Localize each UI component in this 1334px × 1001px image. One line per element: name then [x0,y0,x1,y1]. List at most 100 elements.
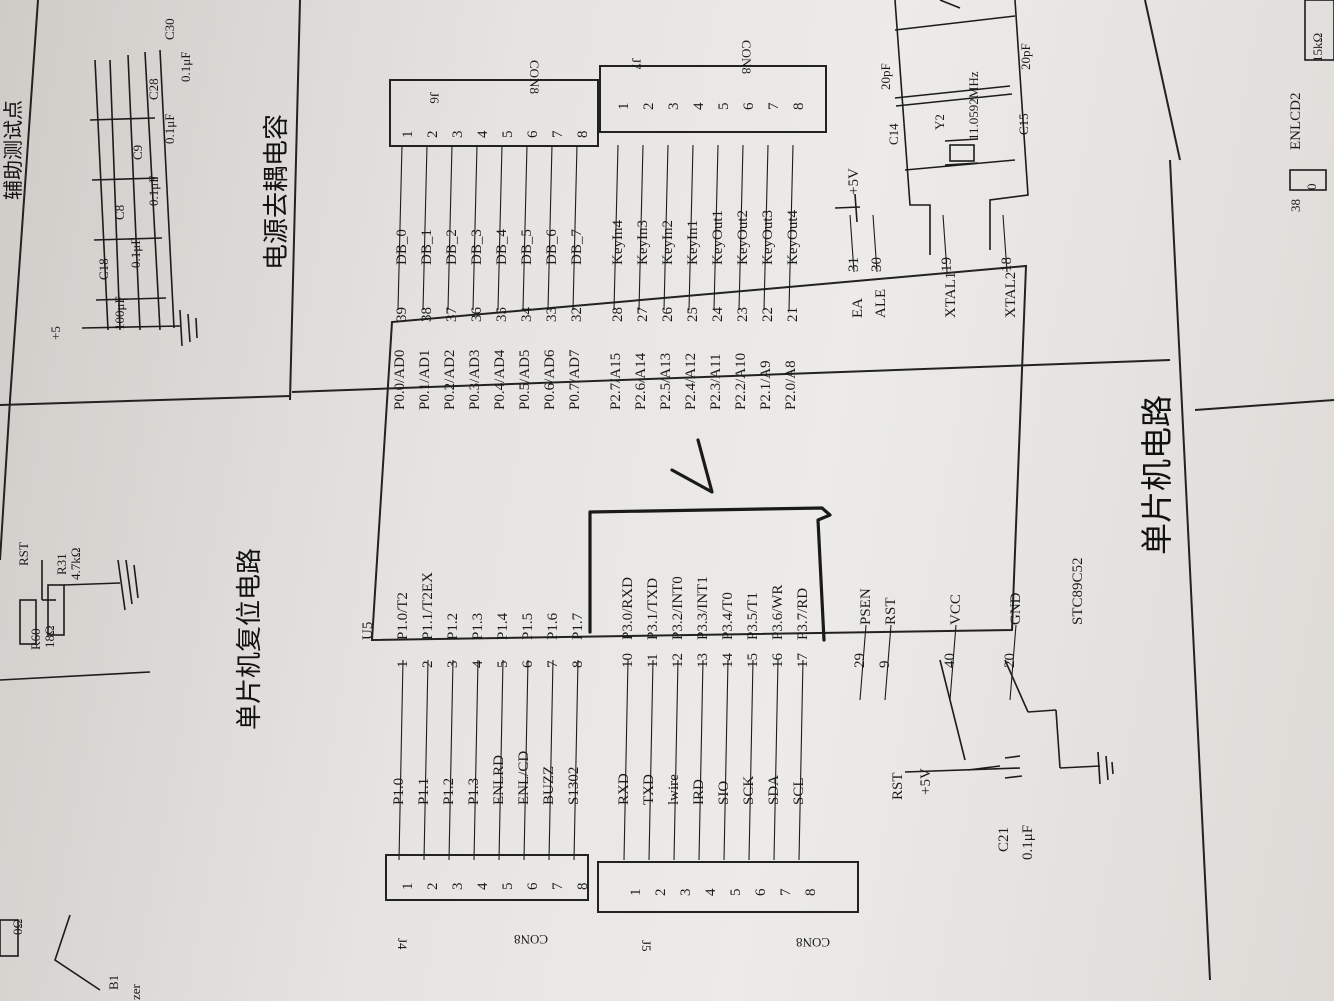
crystal-circuit: C14 20pF Y2 11.0592MHz C15 20pF [878,0,1033,255]
pin-number: 10 [620,653,636,668]
connector-pin-number: 3 [450,131,466,139]
left-buzzer-fragment: zer [128,983,143,1000]
connector-pin-number: 4 [475,882,491,890]
connector-j7: J7 CON8 [599,40,827,133]
pin-number: 26 [660,307,676,323]
pin-number: 1 [395,661,411,669]
pin-net-label: DB_7 [569,229,585,265]
pin-lead-right [422,144,428,311]
left-r-fragment: 0Ω [10,919,25,935]
pin-name: RST [883,597,899,625]
pin-number: 40 [942,653,958,668]
vcc-net-label: +5V [918,768,934,795]
pin-name: P0.5/AD5 [517,350,533,410]
pin-lead-right [572,144,578,311]
pin-lead-bottom [1002,214,1008,273]
pin-net-label: DB_0 [394,229,410,265]
pin-name: P2.1/A9 [758,360,774,410]
pin-lead-right [447,144,453,311]
pin-net-label: KeyIn2 [660,220,676,265]
pin-net-label: BUZZ [541,766,557,805]
pin-name: P3.1/TXD [645,578,661,640]
j4-ref: J4 [395,938,410,950]
pin-number: 5 [495,661,511,669]
pin-lead-left [473,659,479,861]
pin-net-label: KeyOut1 [710,210,726,265]
pin-name: P2.3/A11 [708,353,724,410]
connector-pin-number: 7 [778,888,794,896]
connector-pin-number: 3 [666,103,682,111]
decoupling-cap-value: 0.1μF [128,238,143,268]
pin-net-label: DB_5 [519,229,535,265]
pin-number: 30 [869,257,885,272]
connector-pin-number: 8 [575,883,591,891]
chip-left-pins: 1P1.0/T2P1.02P1.1/T2EXP1.13P1.2P1.24P1.3… [391,572,811,861]
reset-title: 单片机复位电路 [235,548,265,730]
j7-type: CON8 [739,40,754,74]
r31-value: 4.7kΩ [68,548,83,580]
c15-value: 20pF [1018,43,1033,70]
reset-circuit: RST R60 18Ω R31 4.7kΩ [0,542,151,681]
pin-number: 11 [645,654,661,668]
decoupling-cap-ref: C9 [130,145,145,160]
right-zero: 0 [1304,184,1319,191]
pin-net-label: RXD [616,773,632,805]
connector-pin-number: 5 [500,883,516,891]
pin-lead-right [738,144,744,311]
pin-lead-right [788,144,794,311]
pin-number: 35 [494,307,510,322]
pin-lead-bottom [849,214,855,273]
connector-pin-number: 2 [653,889,669,897]
right-enlcd2: ENLCD2 [1288,93,1304,151]
pin-name: P2.7/A15 [608,353,624,410]
pin-net-label: KeyOut4 [785,210,801,265]
pin-lead-right [497,144,503,311]
pin-net-label: TXD [641,774,657,805]
pin-name: PSEN [858,588,874,625]
connector-pin-number: 5 [716,103,732,111]
pin-net-label: IRD [691,779,707,805]
c14-value: 20pF [878,63,893,90]
pin-lead-right [713,144,719,311]
c21-ref: C21 [996,827,1012,852]
pin-name: P1.7 [570,612,586,640]
c15-ref: C15 [1016,113,1031,135]
pin-number: 22 [760,307,776,322]
pin-net-label: SIO [716,781,732,805]
pin-lead-left [523,659,529,861]
decoupling-cap-ref: C28 [146,78,161,100]
connector-pin-number: 7 [550,882,566,890]
pin-lead-left [723,659,729,861]
hand-annotation [588,438,832,642]
pin-number: 37 [444,307,460,323]
pin-lead-left [748,659,754,861]
pin-number: 3 [445,661,461,669]
connector-pin-number: 6 [741,102,757,110]
pin-net-label: ENLRD [491,755,507,805]
connector-pin-number: 4 [691,102,707,110]
rst-net-label: RST [890,772,906,800]
power-net: RST +5V C21 0.1μF [890,659,1114,860]
pin-number: 24 [710,307,726,323]
pin-number: 6 [520,660,536,668]
pin-name: P0.3/AD3 [467,350,483,410]
pin-name: P1.5 [520,613,536,640]
pin-lead-left [498,659,504,861]
pin-net-label: KeyIn1 [685,220,701,265]
pin-number: 36 [469,307,485,323]
connector-pin-number: 1 [628,889,644,897]
pin-lead-left [673,659,679,861]
ea-vcc-label: +5V [846,168,862,195]
pin-lead-left [423,659,429,861]
connector-pin-number: 4 [703,888,719,896]
right-r-value: 15kΩ [1310,33,1325,62]
pin-net-label: P1.1 [416,778,432,805]
connector-j4: J4 CON8 [385,854,589,950]
pin-net-label: P1.2 [441,778,457,805]
pin-net-label: DB_6 [544,229,560,265]
connector-pin-number: 1 [400,131,416,139]
